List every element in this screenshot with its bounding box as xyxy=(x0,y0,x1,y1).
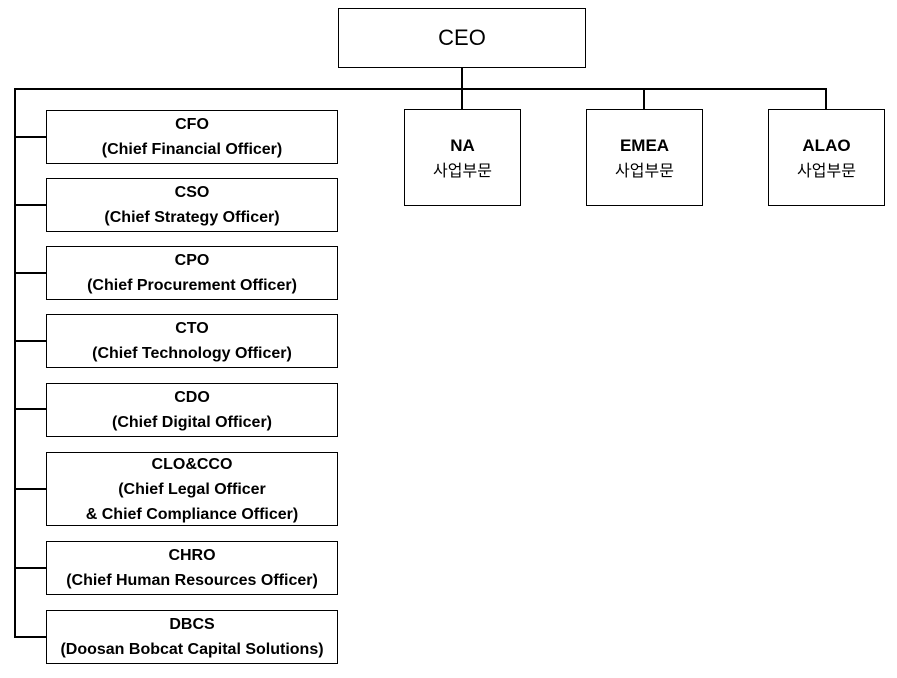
office-full-name: (Chief Digital Officer) xyxy=(111,414,272,431)
office-box-cfo: CFO (Chief Financial Officer) xyxy=(46,110,338,164)
office-abbr: CSO xyxy=(174,184,210,201)
office-box-clo-cco: CLO&CCO (Chief Legal Officer & Chief Com… xyxy=(46,452,338,526)
division-sub: 사업부문 xyxy=(615,160,674,180)
connector-branch xyxy=(14,340,46,342)
connector-branch xyxy=(14,636,46,638)
office-full-name: (Chief Financial Officer) xyxy=(101,141,283,158)
connector-branch xyxy=(14,408,46,410)
office-full-name-line2: & Chief Compliance Officer) xyxy=(85,505,299,523)
office-full-name: (Chief Legal Officer xyxy=(118,480,266,498)
office-box-dbcs: DBCS (Doosan Bobcat Capital Solutions) xyxy=(46,610,338,664)
connector-na-drop xyxy=(461,88,463,109)
office-abbr: DBCS xyxy=(169,616,215,633)
office-abbr: CPO xyxy=(174,252,210,269)
connector-ceo-down xyxy=(461,68,463,90)
ceo-box: CEO xyxy=(338,8,586,68)
division-sub: 사업부문 xyxy=(433,160,492,180)
office-box-cso: CSO (Chief Strategy Officer) xyxy=(46,178,338,232)
office-abbr: CHRO xyxy=(168,547,216,564)
division-name: NA xyxy=(450,135,475,155)
division-box-alao: ALAO 사업부문 xyxy=(768,109,885,206)
connector-branch xyxy=(14,488,46,490)
connector-horizontal-bus xyxy=(14,88,827,90)
division-box-emea: EMEA 사업부문 xyxy=(586,109,703,206)
office-abbr: CDO xyxy=(174,389,210,406)
office-full-name: (Chief Technology Officer) xyxy=(92,345,292,362)
connector-branch xyxy=(14,204,46,206)
division-sub: 사업부문 xyxy=(797,160,856,180)
division-box-na: NA 사업부문 xyxy=(404,109,521,206)
division-name: EMEA xyxy=(619,135,670,155)
division-name: ALAO xyxy=(802,135,851,155)
ceo-label: CEO xyxy=(438,25,486,50)
office-box-cdo: CDO (Chief Digital Officer) xyxy=(46,383,338,437)
connector-branch xyxy=(14,567,46,569)
office-box-cto: CTO (Chief Technology Officer) xyxy=(46,314,338,368)
connector-left-spine xyxy=(14,88,16,637)
connector-alao-drop xyxy=(825,88,827,109)
office-abbr: CTO xyxy=(175,320,209,337)
office-full-name: (Chief Procurement Officer) xyxy=(87,277,297,294)
office-box-chro: CHRO (Chief Human Resources Officer) xyxy=(46,541,338,595)
office-full-name: (Chief Human Resources Officer) xyxy=(66,572,318,589)
connector-branch xyxy=(14,136,46,138)
office-abbr: CFO xyxy=(175,116,209,133)
connector-emea-drop xyxy=(643,88,645,109)
office-full-name: (Doosan Bobcat Capital Solutions) xyxy=(60,641,324,658)
office-abbr: CLO&CCO xyxy=(151,455,233,473)
connector-branch xyxy=(14,272,46,274)
office-box-cpo: CPO (Chief Procurement Officer) xyxy=(46,246,338,300)
office-full-name: (Chief Strategy Officer) xyxy=(104,209,280,226)
